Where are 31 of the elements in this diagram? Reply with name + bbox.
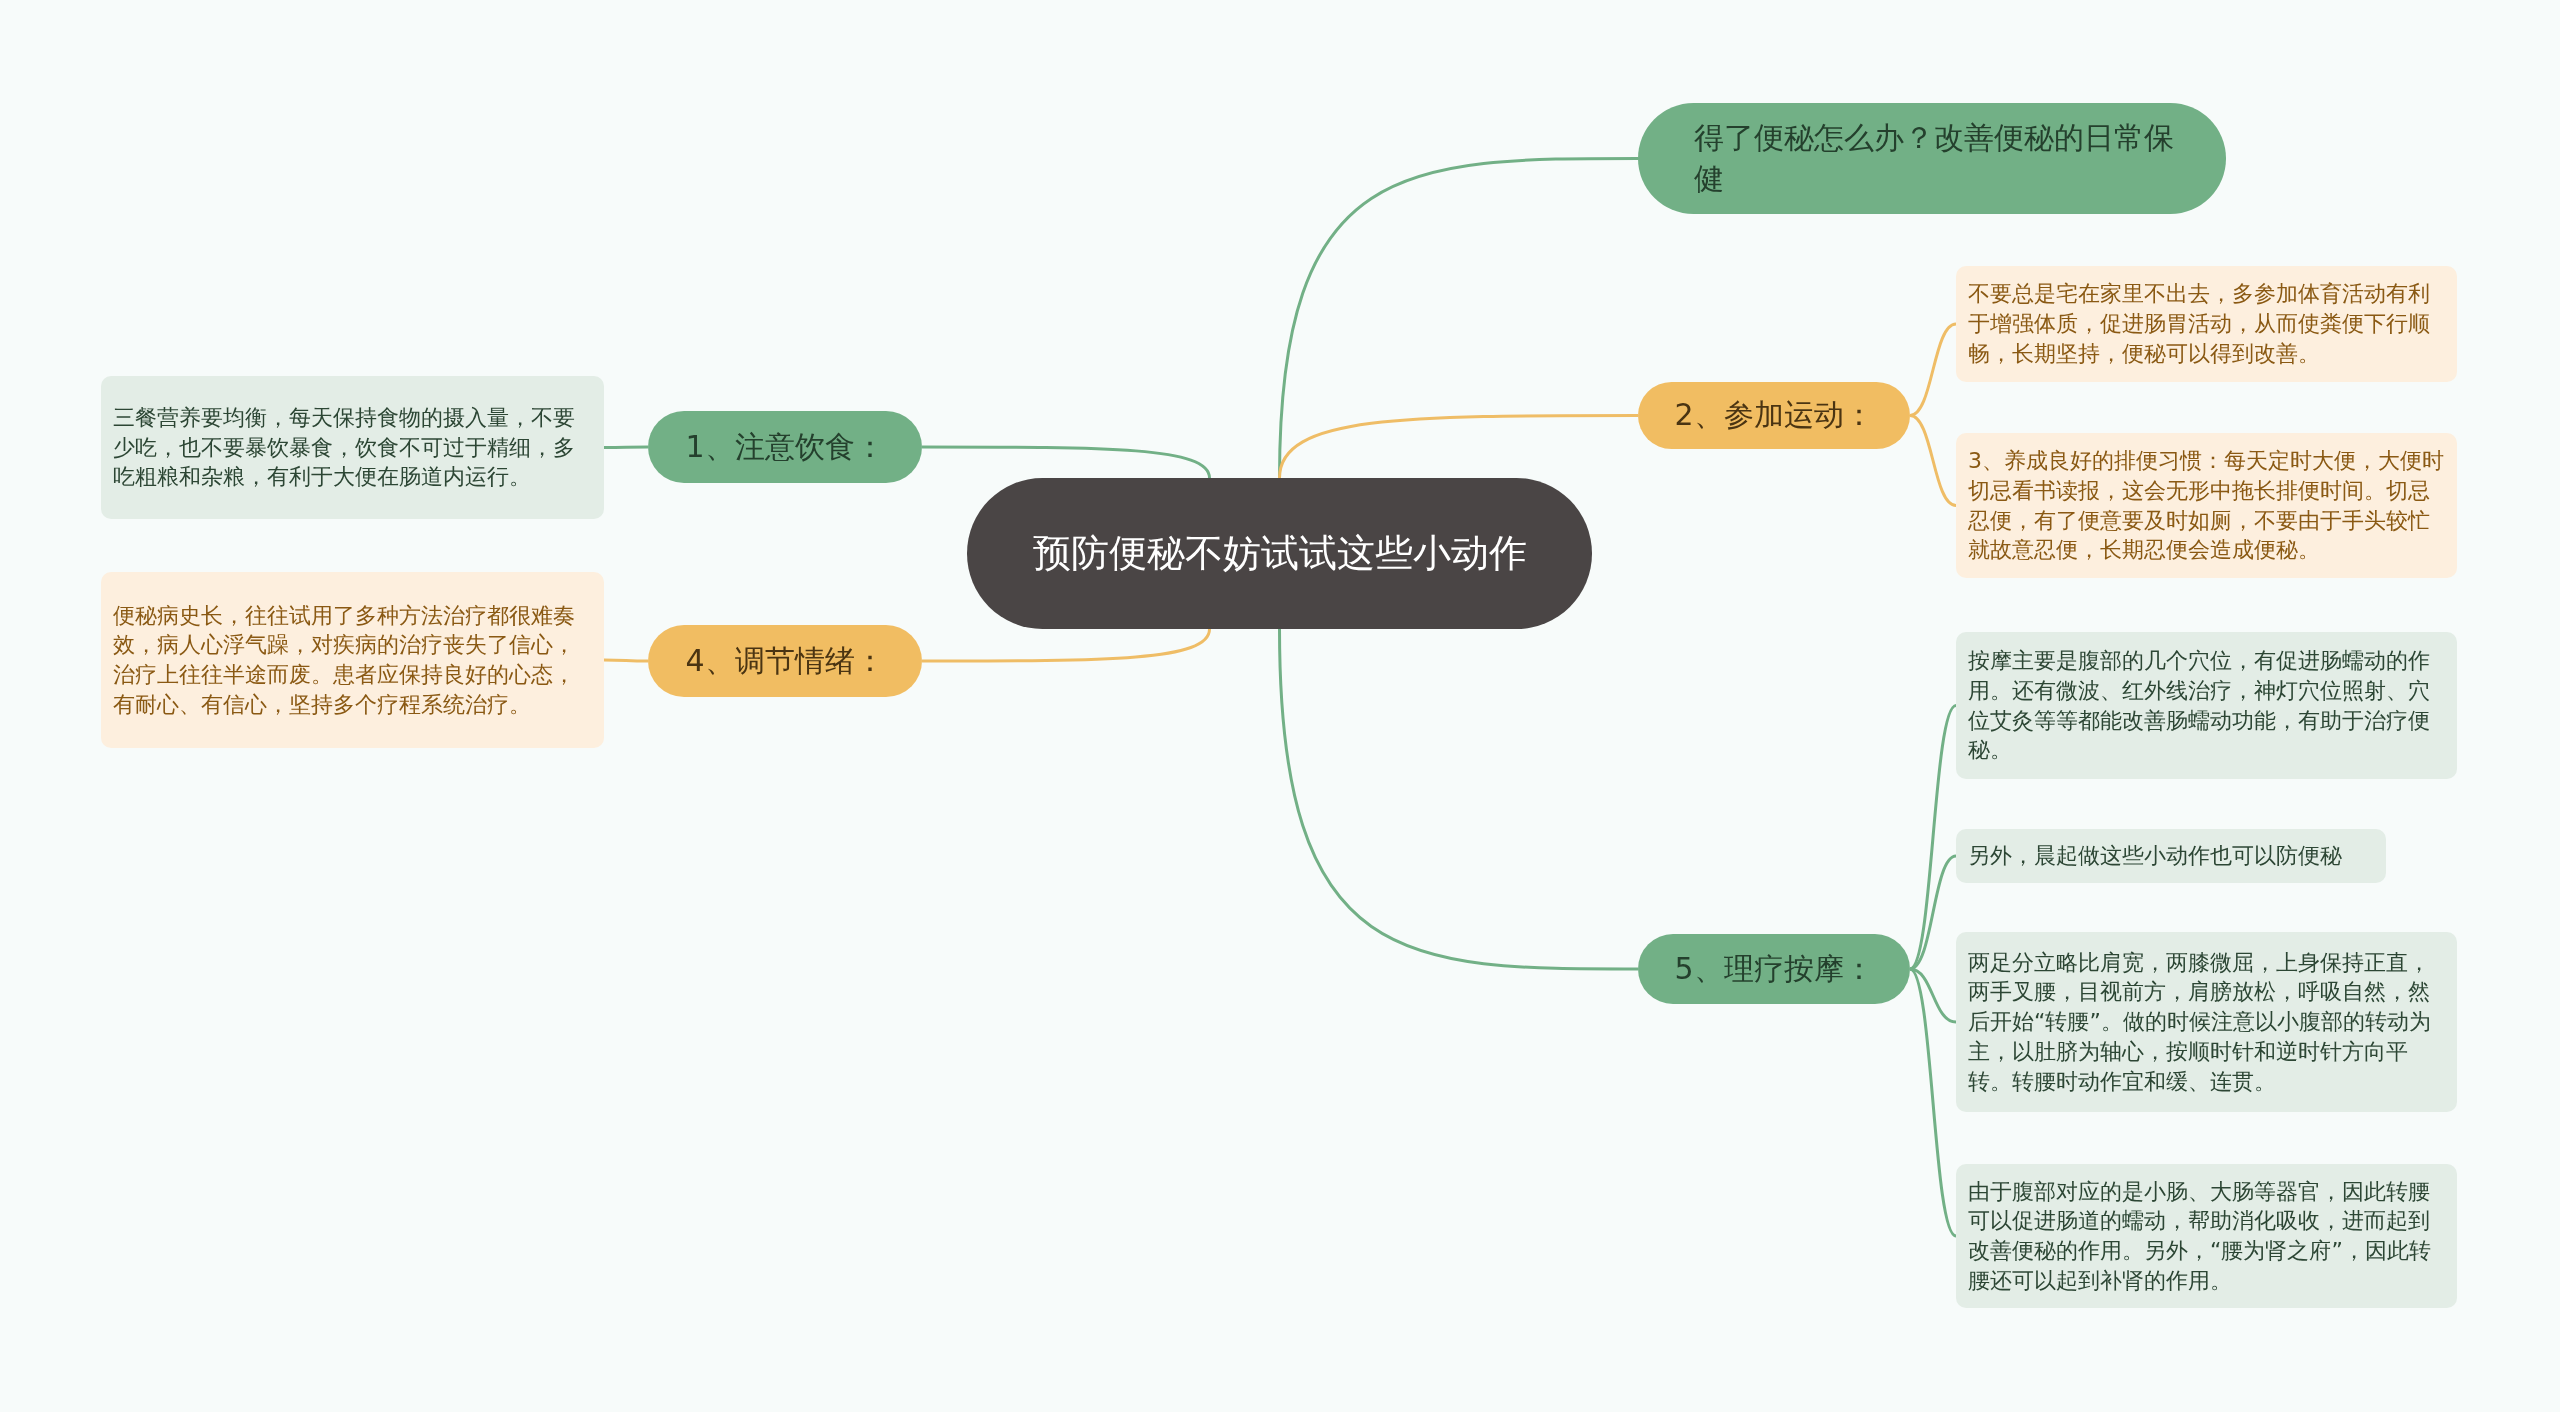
topic-text: 由于腹部对应的是小肠、大肠等器官，因此转腰可以促进肠道的蠕动，帮助消化吸收，进而起到改善便秘的作用。另外，“腰为肾之府”，因此转腰还可以起到补肾的作用。 xyxy=(1968,1177,2432,1295)
topic-text: 三餐营养要均衡，每天保持食物的摄入量，不要少吃，也不要暴饮暴食，饮食不可过于精细，多吃粗粮和杂粮，有利于大便在肠道内运行。 xyxy=(113,403,576,492)
connector-line xyxy=(922,445,1211,479)
topic-text: 另外，晨起做这些小动作也可以防便秘 xyxy=(1968,842,2342,871)
connector-line xyxy=(1908,967,1958,1238)
note-card xyxy=(1956,829,2386,883)
note-card xyxy=(101,572,604,748)
topic-text: 按摩主要是腹部的几个穴位，有促进肠蠕动的作用。还有微波、红外线治疗，神灯穴位照射、穴位艾灸等等都能改善肠蠕动功能，有助于治疗便秘。 xyxy=(1968,647,2431,765)
connector-line xyxy=(604,445,648,449)
connector-line xyxy=(1909,414,1957,507)
note-card xyxy=(1956,433,2457,578)
note-card xyxy=(1956,266,2457,382)
connector-line xyxy=(604,658,648,663)
topic-text: 两足分立略比肩宽，两膝微屈，上身保持正直，两手叉腰，目视前方，肩膀放松，呼吸自然，然后开始“转腰”。做的时候注意以小腹部的转动为主，以肚脐为轴心，按顺时针和逆时针方向平转。转腰时动作宜和缓、连贯。 xyxy=(1968,948,2432,1096)
topic-text: 4、调节情绪： xyxy=(685,641,885,680)
note-card xyxy=(1956,632,2457,779)
topic-text: 1、注意饮食： xyxy=(685,427,885,466)
topic-text: 5、理疗按摩： xyxy=(1674,949,1874,988)
topic-text: 便秘病史长，往往试用了多种方法治疗都很难奏效，病人心浮气躁，对疾病的治疗丧失了信心，治疗上往往半途而废。患者应保持良好的心态，有耐心、有信心，坚持多个疗程系统治疗。 xyxy=(113,601,576,719)
connector-line xyxy=(1909,322,1957,417)
note-card xyxy=(101,376,604,519)
topic-text: 不要总是宅在家里不出去，多参加体育活动有利于增强体质，促进肠胃活动，从而使粪便下行顺畅，长期坚持，便秘可以得到改善。 xyxy=(1968,280,2431,368)
note-card xyxy=(1956,932,2457,1112)
topic-text: 2、参加运动： xyxy=(1674,396,1874,435)
connector-line xyxy=(1278,628,1638,971)
topic-text: 3、养成良好的排便习惯：每天定时大便，大便时切忌看书读报，这会无形中拖长排便时间。切忌忍便，有了便意要及时如厕，不要由于手头较忙就故意忍便，长期忍便会造成便秘。 xyxy=(1968,447,2445,565)
connector-line xyxy=(922,628,1211,663)
topic-text: 得了便秘怎么办？改善便秘的日常保健 xyxy=(1694,119,2175,198)
connector-line xyxy=(1278,414,1638,479)
topic-text: 预防便秘不妨试试这些小动作 xyxy=(1032,529,1527,577)
note-card xyxy=(1956,1164,2457,1308)
